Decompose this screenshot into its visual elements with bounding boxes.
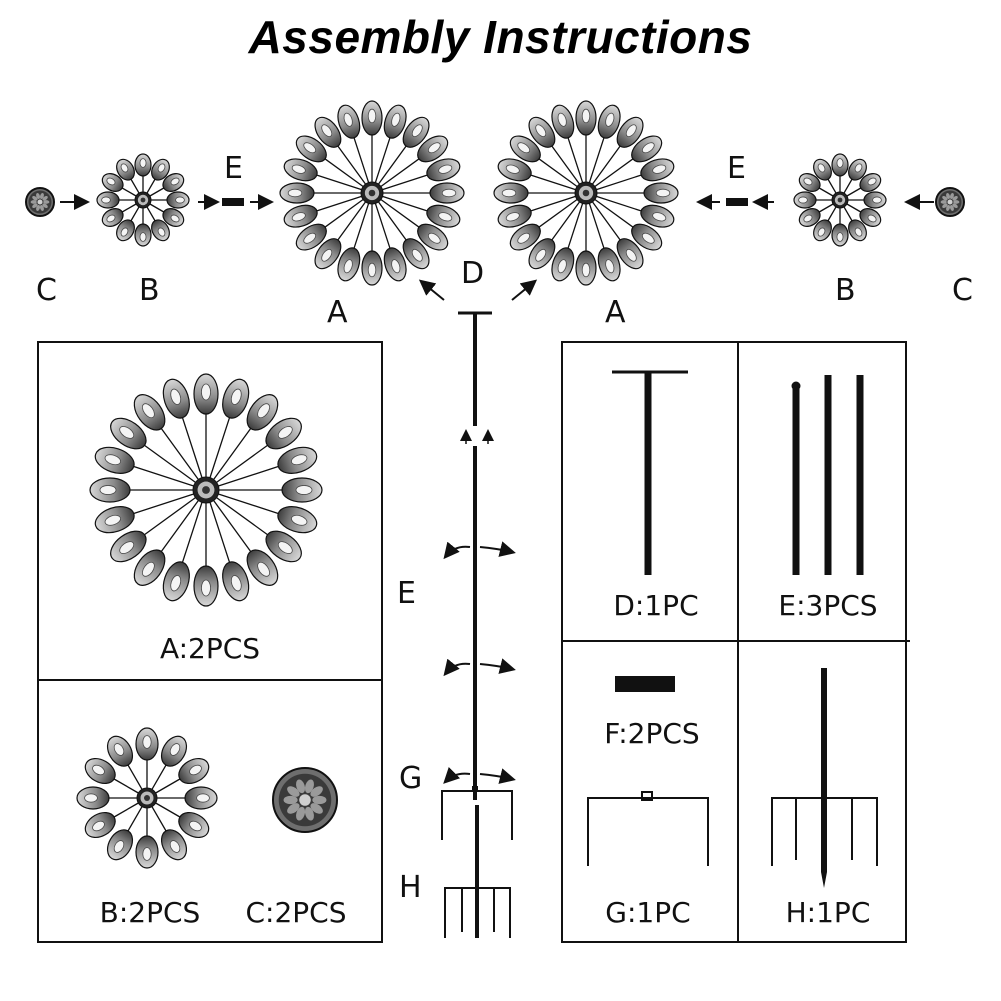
part-a-flower (89, 373, 323, 607)
part-g-caption: G:1PC (605, 896, 690, 929)
part-f-connector (615, 676, 675, 692)
flower-b-right (793, 153, 887, 247)
flower-a-right (493, 100, 679, 286)
arrow-d-to-a-right (511, 279, 538, 301)
connector-e-left (222, 198, 244, 206)
label-b-left: B (139, 273, 160, 308)
label-a-left: A (327, 295, 348, 330)
label-d: D (461, 256, 484, 291)
part-b-flower (76, 727, 218, 869)
flower-b-left (96, 153, 190, 247)
label-c-right: C (952, 273, 973, 308)
twist-arrows-3 (443, 766, 516, 784)
part-d-pole (612, 370, 688, 575)
part-c-caption: C:2PCS (245, 896, 346, 929)
label-c-left: C (36, 273, 57, 308)
label-e-right: E (727, 151, 746, 186)
connector-e-right (726, 198, 748, 206)
parts-box-left-border (37, 341, 383, 943)
part-g-bracket (587, 791, 709, 866)
twist-arrows-1 (443, 541, 516, 560)
part-h-stake (771, 668, 878, 888)
part-a-caption: A:2PCS (160, 632, 260, 665)
part-h-caption: H:1PC (786, 896, 871, 929)
stake-label-h: H (399, 870, 422, 905)
part-d-caption: D:1PC (613, 589, 698, 622)
part-b-caption: B:2PCS (100, 896, 201, 929)
stake-label-g: G (399, 761, 422, 796)
arrow-d-to-a-left (418, 279, 445, 301)
label-a-right: A (605, 295, 626, 330)
part-e-poles (791, 375, 864, 575)
top-assembly-row: C B E A D A E B C (25, 100, 973, 330)
page-title: Assembly Instructions (248, 11, 753, 63)
cap-c-left (25, 187, 55, 217)
part-e-caption: E:3PCS (778, 589, 877, 622)
parts-box-left: A:2PCS B:2PCS C:2PCS (37, 341, 383, 943)
stake-fork-h (444, 887, 511, 938)
assembled-stake: E G H (397, 311, 516, 938)
label-e-left: E (224, 151, 243, 186)
flower-a-left (279, 100, 465, 286)
part-c-cap (272, 767, 338, 833)
twist-arrows-2 (443, 658, 516, 677)
parts-box-right: D:1PC E:3PCS F:2PCS G:1PC H:1PC (561, 341, 910, 943)
label-b-right: B (835, 273, 856, 308)
stake-label-e: E (397, 576, 416, 611)
cap-c-right (935, 187, 965, 217)
part-f-caption: F:2PCS (604, 717, 699, 750)
